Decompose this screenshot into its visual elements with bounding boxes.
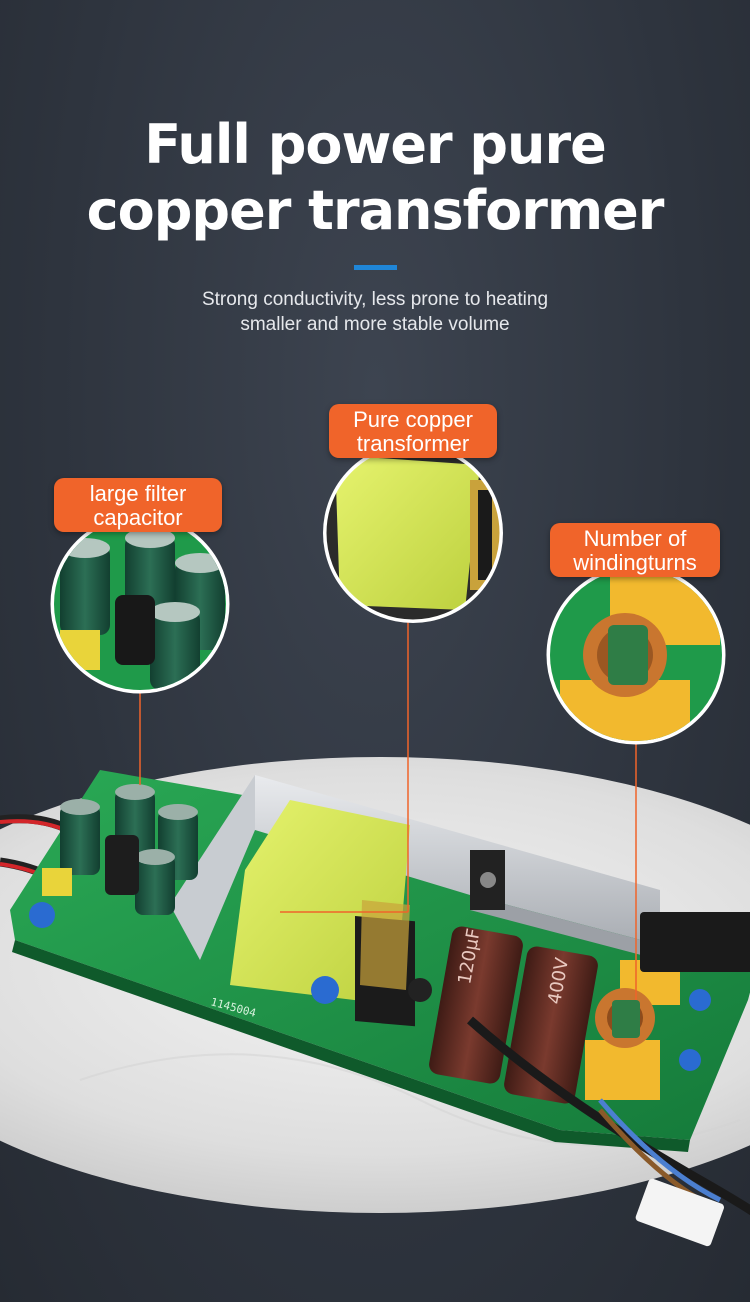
headline: Full power pure copper transformer [0,112,750,244]
zoom-winding [546,565,726,745]
callout-transformer-label: Pure copper transformer [329,404,497,458]
zoom-capacitor [50,514,230,694]
callout-capacitor-line-1: large filter [89,481,187,506]
accent-divider [354,265,397,270]
subtitle-line-1: Strong conductivity, less prone to heati… [201,289,549,310]
headline-line-2: copper transformer [86,179,665,242]
subtitle: Strong conductivity, less prone to heati… [0,287,750,337]
subtitle-line-2: smaller and more stable volume [240,314,510,335]
callout-transformer-line-2: transformer [356,431,470,456]
callout-winding-line-2: windingturns [573,550,697,575]
callout-transformer-line-1: Pure copper [353,407,473,432]
callout-winding-label: Number of windingturns [550,523,720,577]
callout-capacitor-label: large filter capacitor [54,478,222,532]
callout-capacitor-line-2: capacitor [93,505,183,530]
zoom-transformer [323,443,503,623]
callout-winding-line-1: Number of [583,526,687,551]
headline-line-1: Full power pure [144,113,607,176]
filter-capacitors [29,784,198,928]
emi-filter [585,912,750,1100]
